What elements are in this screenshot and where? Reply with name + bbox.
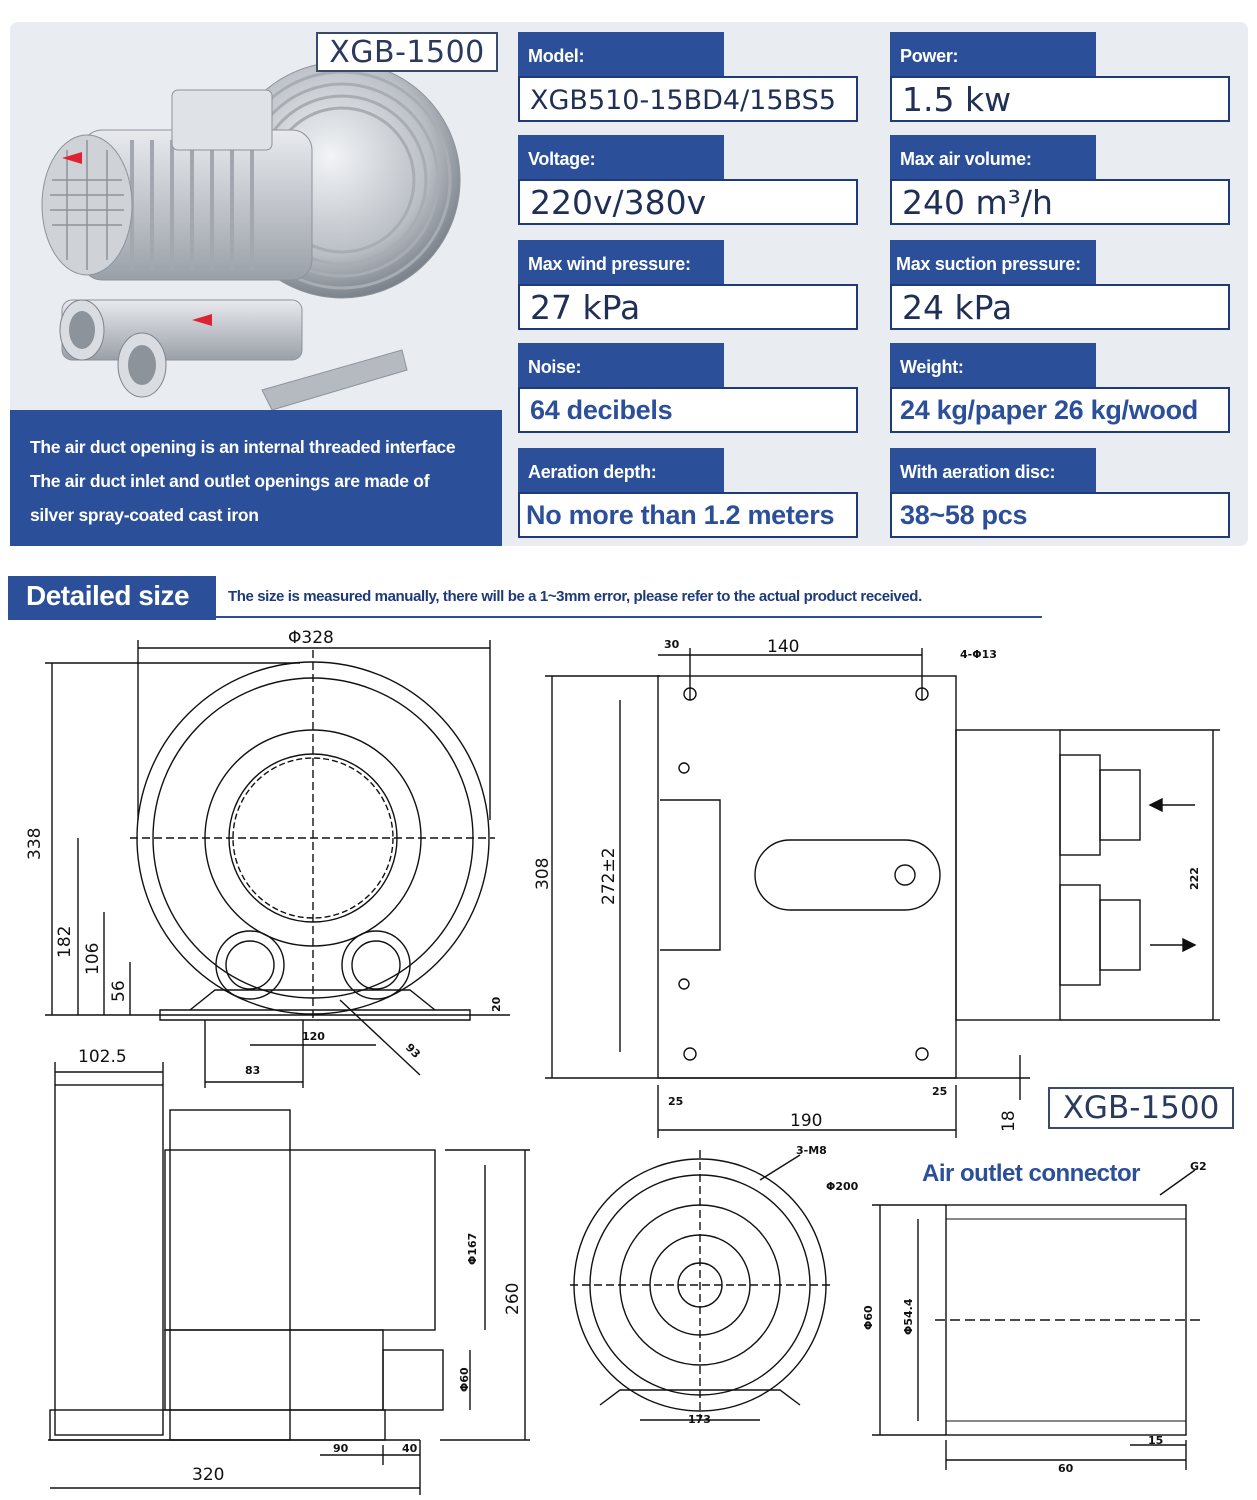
top-view-drawing (545, 648, 1220, 1138)
spec-value: No more than 1.2 meters (518, 492, 858, 538)
dim-93: 93 (403, 1041, 423, 1061)
dim-holes: 4-Φ13 (960, 648, 997, 661)
back-view-drawing (570, 1150, 830, 1421)
dim-102-5: 102.5 (78, 1047, 127, 1067)
spec-value: XGB510-15BD4/15BS5 (518, 76, 858, 122)
spec-value: 220v/380v (518, 179, 858, 225)
spec-label: Max suction pressure: (890, 240, 1096, 286)
feature-line: silver spray-coated cast iron (30, 505, 259, 525)
connector-drawing (872, 1169, 1205, 1470)
feature-line: The air duct inlet and outlet openings a… (30, 471, 430, 491)
dim-height: 338 (25, 828, 45, 860)
feature-line: The air duct opening is an internal thre… (30, 437, 456, 457)
dim-diameter: Φ328 (288, 628, 334, 648)
blower-product-photo (41, 61, 461, 411)
dim-56: 56 (109, 980, 129, 1002)
spec-label: Max air volume: (890, 135, 1096, 181)
dim-20: 20 (490, 996, 503, 1012)
dim-272: 272±2 (599, 847, 619, 905)
spec-value: 64 decibels (518, 387, 858, 433)
dim-25-right: 25 (932, 1085, 947, 1098)
dim-d167: Φ167 (466, 1233, 479, 1265)
spec-label: Max wind pressure: (518, 240, 724, 286)
connector-title: Air outlet connector (922, 1160, 1141, 1187)
dim-d200: Φ200 (826, 1180, 859, 1193)
dim-connector-d60: Φ60 (862, 1305, 875, 1330)
dim-308: 308 (533, 858, 553, 890)
dim-90: 90 (333, 1442, 349, 1455)
dim-connector-d54: Φ54.4 (902, 1298, 915, 1335)
section-divider (216, 616, 1042, 618)
dim-106: 106 (83, 943, 103, 975)
dim-40: 40 (402, 1442, 418, 1455)
dim-182: 182 (55, 926, 75, 958)
dim-173: 173 (688, 1413, 711, 1426)
dim-83: 83 (245, 1064, 260, 1077)
spec-label: With aeration disc: (890, 448, 1096, 494)
spec-value: 27 kPa (518, 284, 858, 330)
spec-label: Model: (518, 32, 724, 78)
spec-value: 240 m³/h (890, 179, 1230, 225)
dim-30: 30 (664, 638, 680, 651)
front-view-drawing (45, 640, 510, 1088)
dim-3-m8: 3-M8 (796, 1144, 827, 1157)
dim-120: 120 (302, 1030, 325, 1043)
spec-label: Power: (890, 32, 1096, 78)
dim-18: 18 (999, 1110, 1019, 1132)
feature-banner: The air duct opening is an internal thre… (10, 410, 502, 546)
dim-260: 260 (503, 1283, 523, 1315)
spec-value: 24 kPa (890, 284, 1230, 330)
dim-222: 222 (1188, 867, 1201, 890)
model-badge-drawing: XGB-1500 (1048, 1087, 1234, 1129)
spec-label: Weight: (890, 343, 1096, 389)
model-badge: XGB-1500 (316, 32, 498, 72)
side-view-drawing (48, 1062, 530, 1495)
dim-320: 320 (192, 1465, 224, 1485)
dim-140: 140 (767, 637, 799, 657)
spec-label: Voltage: (518, 135, 724, 181)
measurement-note: The size is measured manually, there wil… (228, 588, 922, 605)
dim-d60: Φ60 (458, 1367, 471, 1392)
spec-value: 1.5 kw (890, 76, 1230, 122)
dim-25-left: 25 (668, 1095, 683, 1108)
section-title: Detailed size (8, 576, 216, 620)
spec-value: 24 kg/paper 26 kg/wood (890, 387, 1230, 433)
spec-label: Aeration depth: (518, 448, 724, 494)
dim-connector-60: 60 (1058, 1462, 1074, 1475)
dim-190: 190 (790, 1111, 822, 1131)
dim-connector-15: 15 (1148, 1434, 1163, 1447)
dim-g2: G2 (1190, 1160, 1207, 1173)
spec-value: 38~58 pcs (890, 492, 1230, 538)
spec-label: Noise: (518, 343, 724, 389)
